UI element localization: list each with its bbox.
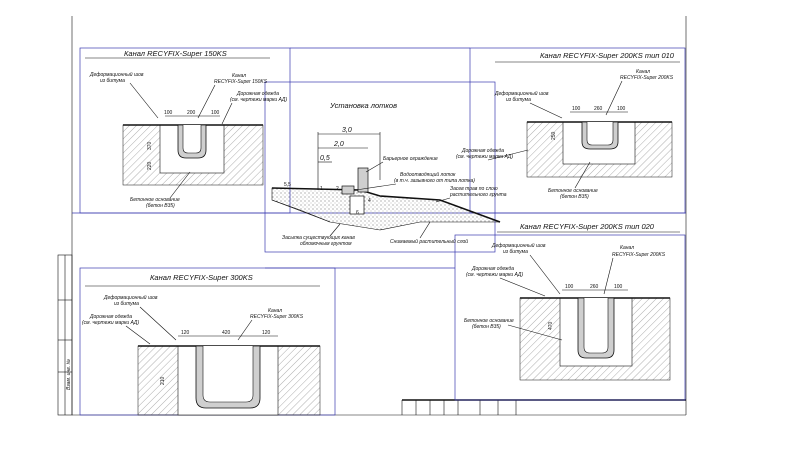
- label-channel-type-010: RECYFIX-Super 200KS: [620, 75, 674, 81]
- label-road-2-010: (см. чертежи марки АД): [456, 154, 513, 160]
- label-channel-type-300: RECYFIX-Super 300KS: [250, 314, 304, 320]
- label-base-010: Бетонное основание: [548, 188, 598, 194]
- dim-260-020: 260: [590, 284, 599, 290]
- outlet-tray: [341, 185, 355, 195]
- panel-install: Установка лотков 3,0 2,0 0,5 1 2 4 6 Бар…: [271, 101, 507, 247]
- barrier-post: [357, 167, 369, 193]
- label-channel-type: RECYFIX-Super 150KS: [214, 79, 268, 85]
- label-base-2-020: (бетон В35): [472, 324, 501, 330]
- panel-200ks-010: Канал RECYFIX-Super 200KS тип 010 100 26…: [456, 51, 680, 200]
- label-seam-300: Деформационный шов: [103, 294, 158, 301]
- dim-200: 200: [187, 110, 196, 116]
- label-soil-2: растительного грунта: [449, 192, 507, 198]
- dim-4: 4: [368, 198, 371, 204]
- dim-420: 420: [222, 330, 231, 336]
- panel-200ks-020: Канал RECYFIX-Super 200KS тип 020 100 26…: [464, 222, 680, 381]
- dim-0-5: 0,5: [320, 155, 330, 162]
- label-outlet: Водоотводящий лоток: [400, 171, 456, 178]
- dim-120-right: 120: [262, 330, 271, 336]
- dim-250: 250: [551, 131, 557, 140]
- label-channel-300: Канал: [268, 308, 282, 314]
- label-seam-2-020: из битума: [503, 249, 528, 255]
- dim-5-5: 5,5: [284, 182, 291, 188]
- label-outlet-2: (в т.ч. зазывного от типа лотка): [394, 178, 475, 184]
- dim-6: 6: [356, 210, 359, 216]
- label-road-020: Дорожная одежда: [471, 266, 514, 272]
- label-fill-2: обломочным грунтом: [300, 241, 352, 247]
- label-road-2-020: (см. чертежи марки АД): [466, 272, 523, 278]
- dim-2: 2: [336, 186, 339, 192]
- dim-100-left: 100: [164, 110, 173, 116]
- title-install: Установка лотков: [329, 101, 397, 110]
- label-seam-2-300: из битума: [114, 301, 139, 307]
- dim-100-020-left: 100: [565, 284, 574, 290]
- label-fill: Засыпка существующих канав: [282, 235, 355, 241]
- label-seam-2: из битума: [100, 78, 125, 84]
- dim-370: 370: [147, 141, 153, 150]
- label-road-2-300: (см. чертежи марки АД): [82, 320, 139, 326]
- dim-100-020-right: 100: [614, 284, 623, 290]
- label-road-010: Дорожная одежда: [461, 148, 504, 154]
- label-road-2: (см. чертежи марки АД): [230, 97, 287, 103]
- label-road-300: Дорожная одежда: [89, 314, 132, 320]
- stamp-label: Взам. инв. №: [66, 358, 72, 390]
- dim-120-left: 120: [181, 330, 190, 336]
- label-base-2-010: (бетон В35): [560, 194, 589, 200]
- label-seam-2-010: из битума: [506, 97, 531, 103]
- dim-1: 1: [320, 186, 323, 192]
- dim-100-right: 100: [211, 110, 220, 116]
- dim-470: 470: [548, 321, 554, 330]
- title-200ks-020: Канал RECYFIX-Super 200KS тип 020: [520, 222, 655, 231]
- label-seam-010: Деформационный шов: [494, 90, 549, 97]
- dim-2-0: 2,0: [333, 141, 344, 148]
- title-300ks: Канал RECYFIX-Super 300KS: [150, 273, 253, 282]
- label-veg: Снимаемый растительный слой: [390, 238, 468, 245]
- label-road: Дорожная одежда: [236, 91, 279, 97]
- dim-220: 220: [147, 161, 153, 170]
- panel-150ks: Канал RECYFIX-Super 150KS 100 200 100 Де…: [85, 49, 287, 209]
- dim-3-0: 3,0: [342, 127, 352, 134]
- label-seam: Деформационный шов: [89, 71, 144, 78]
- dim-210: 210: [160, 376, 166, 385]
- label-channel-type-020: RECYFIX-Super 200KS: [612, 252, 666, 258]
- panel-300ks: Канал RECYFIX-Super 300KS 120 420 120 Де…: [82, 273, 321, 416]
- label-channel: Канал: [232, 73, 246, 79]
- label-base: Бетонное основание: [130, 197, 180, 203]
- label-base-2: (бетон В35): [146, 203, 175, 209]
- label-base-020: Бетонное основание: [464, 318, 514, 324]
- dim-100-010-left: 100: [572, 106, 581, 112]
- label-soil: Засев трав по слою: [450, 186, 498, 192]
- title-150ks: Канал RECYFIX-Super 150KS: [124, 49, 227, 58]
- label-channel-020: Канал: [620, 245, 634, 251]
- dim-100-010-right: 100: [617, 106, 626, 112]
- label-seam-020: Деформационный шов: [491, 242, 546, 249]
- title-200ks-010: Канал RECYFIX-Super 200KS тип 010: [540, 51, 675, 60]
- dim-260-010: 260: [594, 106, 603, 112]
- label-barrier: Барьерное ограждение: [383, 156, 438, 162]
- label-channel-010: Канал: [636, 69, 650, 75]
